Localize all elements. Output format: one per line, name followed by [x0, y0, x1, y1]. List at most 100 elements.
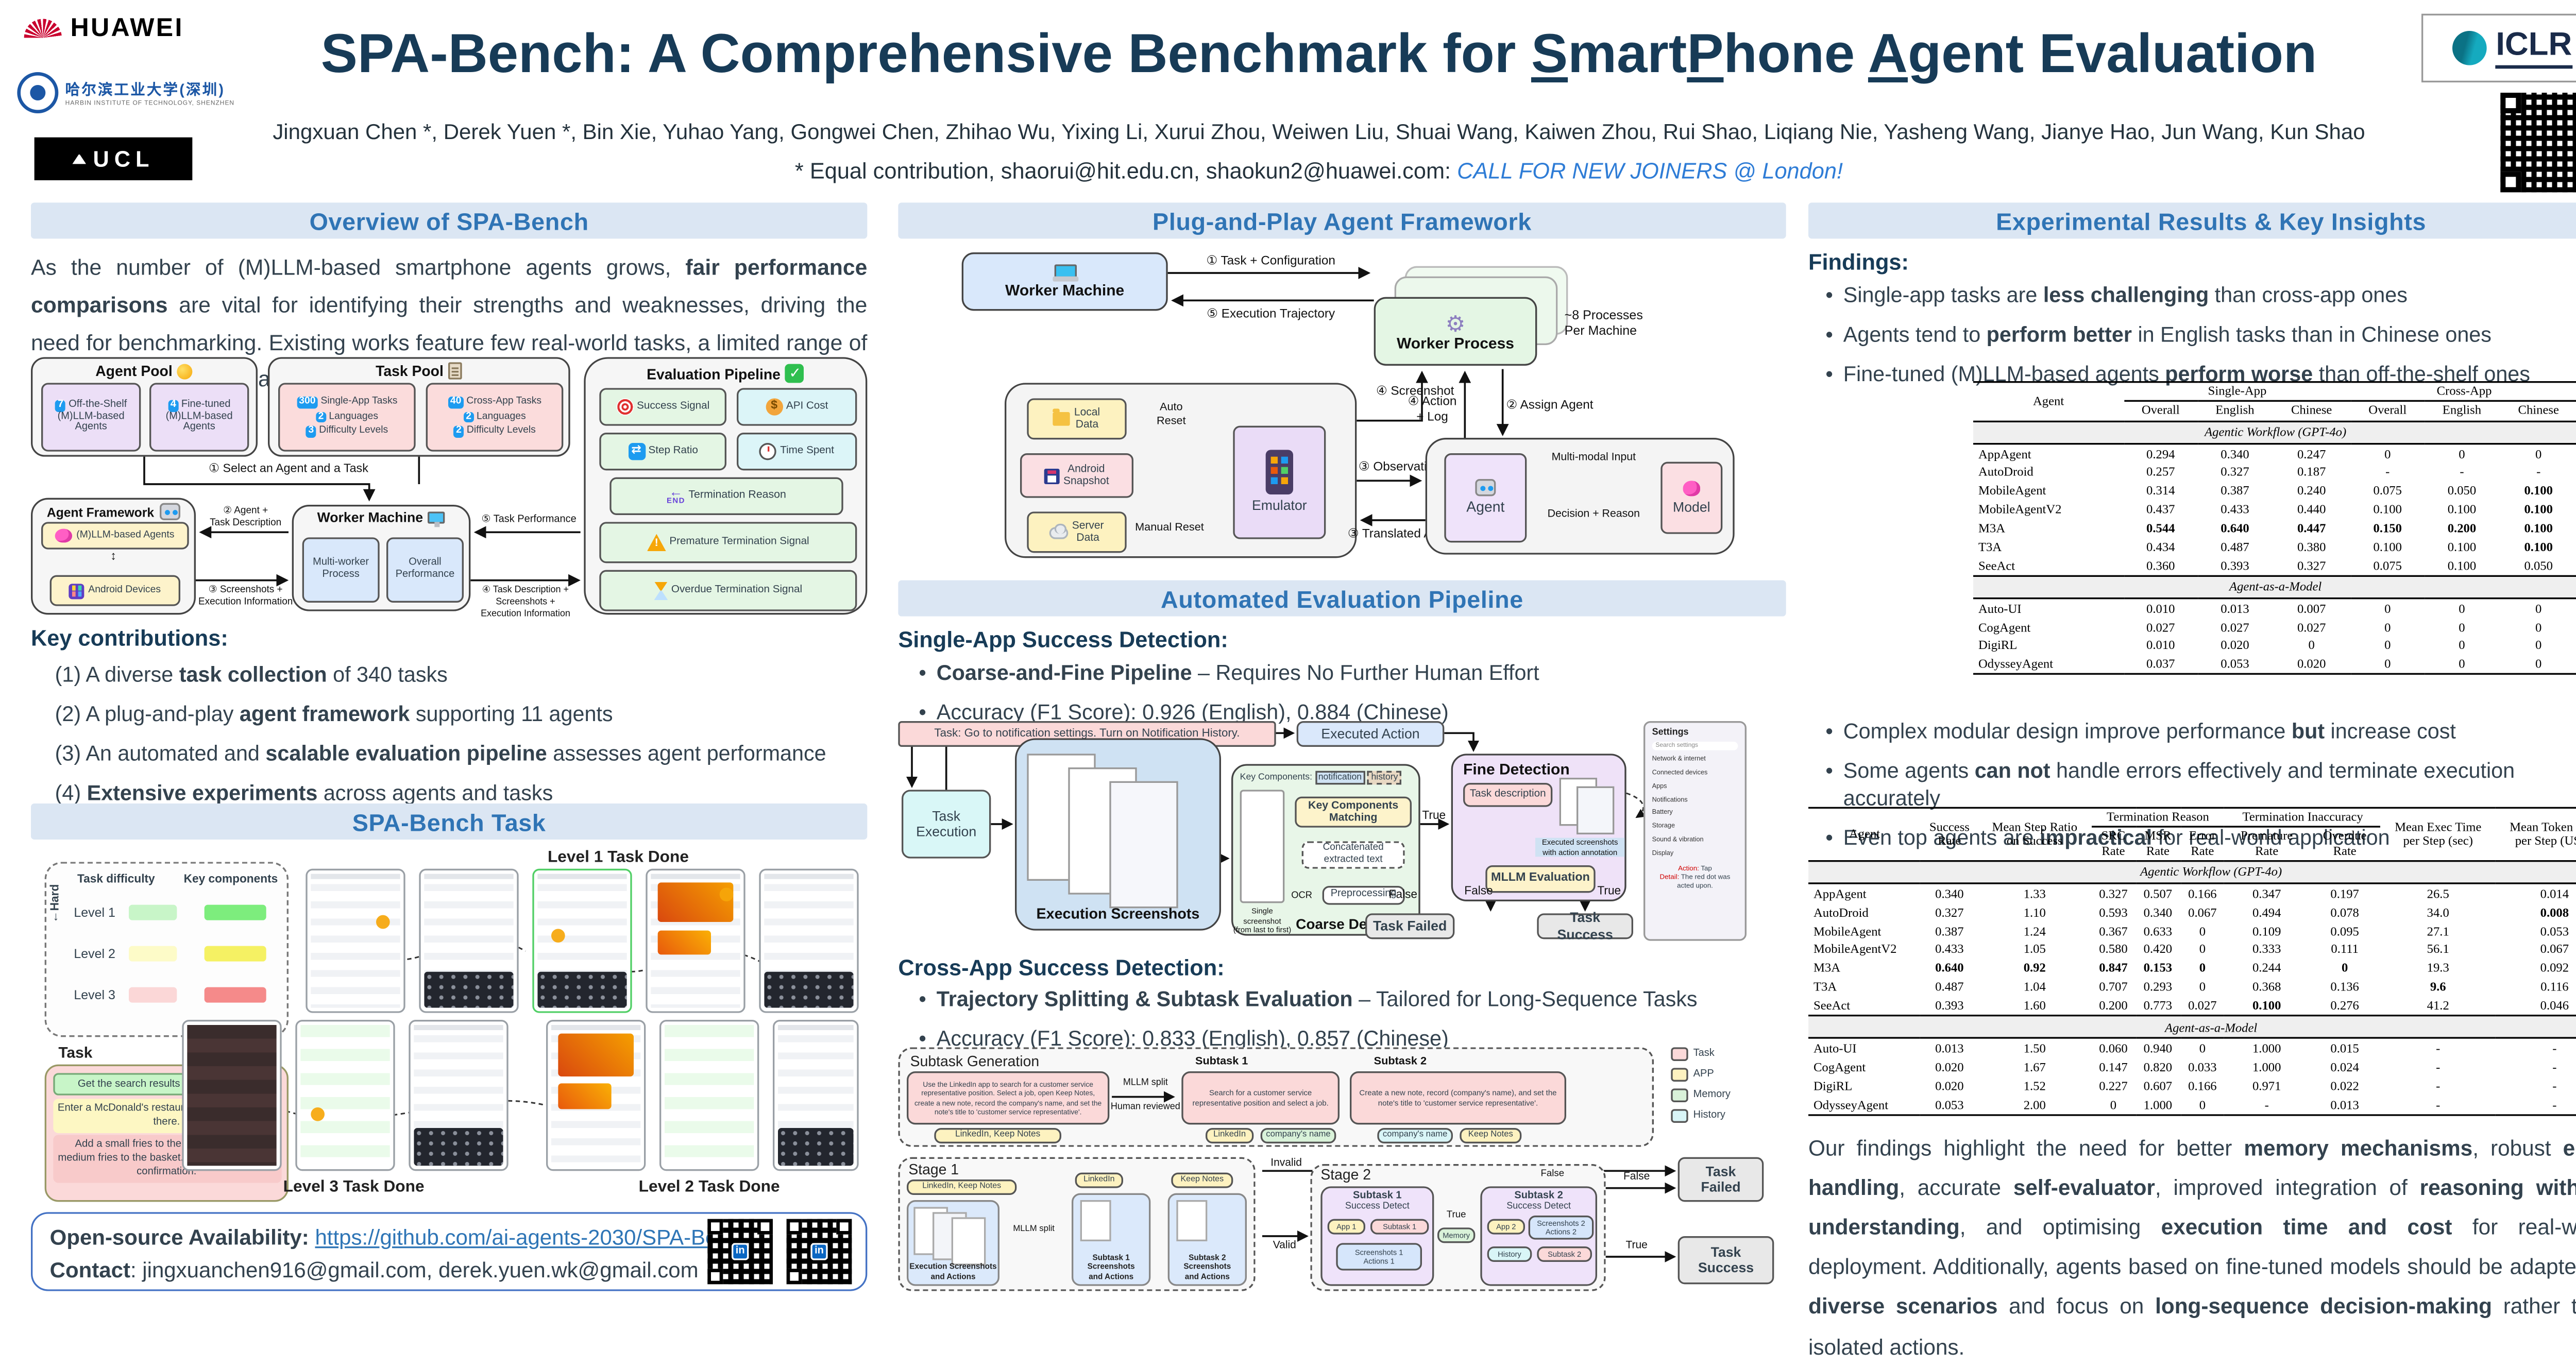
list-item: Apps: [1652, 782, 1667, 789]
value-cell: 0.640: [2221, 520, 2249, 536]
value-cell: 0.607: [2143, 1078, 2173, 1093]
task-difficulty-header: Task difficulty: [77, 874, 155, 886]
value-cell: 0.327: [2297, 557, 2326, 573]
task-pool-title: Task Pool: [376, 362, 444, 380]
value-cell: 0.327: [2099, 885, 2128, 901]
column-header: Overdue Rate: [2309, 827, 2381, 862]
action-caption: Action: Tap Detail: The red dot was acte…: [1659, 864, 1731, 890]
agent-name-cell: CogAgent: [1978, 619, 2031, 635]
value-cell: 0.640: [1935, 960, 1964, 976]
value-cell: 0.360: [2146, 557, 2175, 573]
agent-pool-title: Agent Pool: [95, 362, 173, 380]
subtask2-detect-box: Subtask 2 Success Detect App 2 Screensho…: [1480, 1186, 1597, 1286]
left-column: Overview of SPA-Bench As the number of (…: [30, 202, 868, 1291]
value-cell: 0.773: [2143, 997, 2173, 1013]
key-contributions-list: •(1) A diverse task collection of 340 ta…: [31, 661, 867, 808]
agent-name-cell: T3A: [1978, 539, 2002, 555]
false-label: False: [1464, 885, 1493, 898]
column-header: Mean Exec Time per Step (sec): [2381, 808, 2496, 862]
value-cell: 0.187: [2297, 464, 2326, 480]
phone-screenshot: [419, 868, 519, 1013]
app1-chip: App 1: [1327, 1219, 1365, 1235]
value-cell: 0: [2350, 655, 2425, 676]
availability-footer: Open-source Availability: https://github…: [30, 1212, 868, 1291]
value-cell: 0.544: [2146, 520, 2175, 536]
contact-label: Contact: [49, 1258, 130, 1282]
settings-search-field[interactable]: Search settings: [1652, 741, 1738, 750]
value-cell: 0.020: [1935, 1078, 1964, 1093]
value-cell: 0.367: [2099, 922, 2128, 938]
value-cell: 0.387: [1935, 922, 1964, 938]
true-label: True: [1597, 885, 1621, 898]
ucl-portico-icon: [72, 153, 87, 164]
column-header: Agent: [1973, 382, 2124, 422]
valid-label: Valid: [1273, 1239, 1296, 1252]
value-cell: 0: [2459, 638, 2465, 654]
subtask-generation-title: Subtask Generation: [910, 1052, 1040, 1070]
key-components-matching-node: Key Components Matching: [1295, 796, 1412, 828]
value-cell: -: [2552, 1059, 2557, 1075]
poster: HUAWEI 哈尔滨工业大学(深圳) HARBIN INSTITUTE OF T…: [0, 0, 2576, 1291]
phone-screenshot: [409, 1019, 509, 1171]
gear-icon: ⚙: [1445, 310, 1466, 336]
value-cell: 0.075: [2373, 483, 2402, 499]
value-cell: 0.971: [2252, 1078, 2281, 1093]
value-cell: 27.1: [2427, 922, 2449, 938]
settings-title: Settings: [1652, 728, 1689, 739]
time-spent-chip: Time Spent: [736, 432, 857, 471]
column-header: Termination Reason: [2091, 808, 2225, 828]
fine-detection-box: Fine Detection Task description Executed…: [1451, 754, 1626, 901]
table-section-label: Agent-as-a-Model: [1973, 574, 2576, 600]
value-cell: 0.340: [2143, 904, 2173, 920]
stage-diagram: Stage 1 LinkedIn, Keep Notes Execution S…: [898, 1157, 1786, 1291]
fine-detection-title: Fine Detection: [1463, 760, 1570, 778]
linkedin-chip: LinkedIn: [1205, 1127, 1254, 1143]
value-cell: 0.347: [2252, 885, 2281, 901]
agent-name-cell: OdysseyAgent: [1973, 655, 2124, 676]
agent-name-cell: AutoDroid: [1813, 904, 1869, 920]
false-label: False: [1388, 889, 1418, 901]
value-cell: 0.037: [2124, 655, 2198, 676]
column-header: MSR Rate: [2136, 827, 2180, 862]
value-cell: 0.437: [2146, 501, 2175, 517]
monitor-icon: [428, 511, 446, 526]
value-cell: 0: [2384, 638, 2391, 654]
value-cell: 0.060: [2099, 1040, 2128, 1056]
cross-app-bullets: •Trajectory Splitting & Subtask Evaluati…: [912, 985, 1779, 1065]
linkedin-qr-code: in: [786, 1219, 852, 1285]
agent-name-cell: MobileAgentV2: [1978, 501, 2062, 517]
task-execution-node: Task Execution: [901, 790, 991, 859]
linkedin-icon: in: [810, 1243, 828, 1260]
value-cell: 0.294: [2146, 446, 2175, 461]
level2-task-done-label: Level 2 Task Done: [638, 1177, 780, 1197]
value-cell: 0.227: [2099, 1078, 2128, 1093]
hard-label: Hard: [49, 884, 62, 911]
worker-machine-node: Worker Machine: [961, 252, 1168, 311]
value-cell: 0.020: [2221, 638, 2249, 654]
agent-name-cell: AppAgent: [1813, 885, 1867, 901]
table-section-label: Agent-as-a-Model: [1808, 1014, 2576, 1039]
value-cell: 0.095: [2330, 922, 2359, 938]
value-cell: -: [2460, 464, 2464, 480]
value-cell: 0: [2535, 446, 2542, 461]
invalid-label: Invalid: [1270, 1157, 1302, 1169]
true-label: True: [1625, 1239, 1648, 1252]
poster-header: HUAWEI 哈尔滨工业大学(深圳) HARBIN INSTITUTE OF T…: [0, 0, 2576, 199]
label-multimodal-input: Multi-modal Input: [1551, 451, 1636, 464]
value-cell: 0.067: [2540, 942, 2569, 957]
github-link[interactable]: https://github.com/ai-agents-2030/SPA-Be…: [315, 1225, 753, 1250]
value-cell: -: [2436, 1040, 2441, 1056]
value-cell: 1.50: [2023, 1040, 2046, 1056]
single-app-bullets: •Coarse-and-Fine Pipeline – Requires No …: [912, 659, 1779, 739]
